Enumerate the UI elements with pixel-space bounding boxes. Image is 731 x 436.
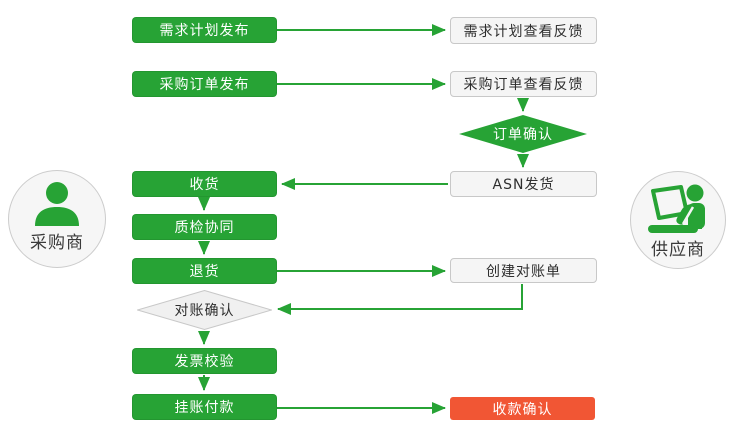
- supplier-label: 供应商: [651, 240, 705, 260]
- arrow-statement-to-recon-confirm: [277, 284, 523, 315]
- node-invoice-check: 发票校验: [132, 348, 277, 374]
- node-demand-plan-publish: 需求计划发布: [132, 17, 277, 43]
- node-label: 质检协同: [174, 220, 235, 236]
- actor-buyer: 采购商: [8, 170, 106, 268]
- node-label: 退货: [189, 264, 220, 280]
- node-quality-collaboration: 质检协同: [132, 214, 277, 240]
- node-label: 采购订单查看反馈: [463, 77, 584, 93]
- node-label: 发票校验: [174, 354, 235, 370]
- node-label: 需求计划查看反馈: [463, 23, 584, 40]
- node-payment-on-account: 挂账付款: [132, 394, 277, 420]
- node-label: 订单确认: [493, 127, 553, 143]
- node-label: ASN发货: [492, 177, 555, 193]
- node-label: 采购订单发布: [159, 77, 250, 93]
- node-label: 对账确认: [174, 303, 235, 319]
- node-asn-shipment: ASN发货: [450, 171, 597, 197]
- node-label: 需求计划发布: [159, 23, 250, 39]
- node-demand-plan-feedback: 需求计划查看反馈: [450, 17, 597, 44]
- actor-supplier: 供应商: [630, 171, 726, 269]
- node-label: 创建对账单: [486, 263, 561, 280]
- node-receive-goods: 收货: [132, 171, 277, 197]
- diamond-shape: [459, 115, 587, 153]
- node-label: 收款确认: [492, 401, 553, 418]
- node-receipt-confirm: 收款确认: [450, 397, 595, 420]
- diamond-shape: [137, 290, 272, 330]
- node-purchase-order-feedback: 采购订单查看反馈: [450, 71, 597, 97]
- node-order-confirm: 订单确认: [459, 115, 587, 153]
- node-reconciliation-confirm: 对账确认: [137, 290, 272, 330]
- node-label: 挂账付款: [174, 400, 235, 416]
- person-laptop-icon: [648, 184, 705, 233]
- buyer-label: 采购商: [30, 233, 84, 253]
- node-label: 收货: [189, 177, 220, 193]
- person-bust-icon: [35, 182, 79, 226]
- node-create-statement: 创建对账单: [450, 258, 597, 283]
- node-purchase-order-publish: 采购订单发布: [132, 71, 277, 97]
- node-return-goods: 退货: [132, 258, 277, 284]
